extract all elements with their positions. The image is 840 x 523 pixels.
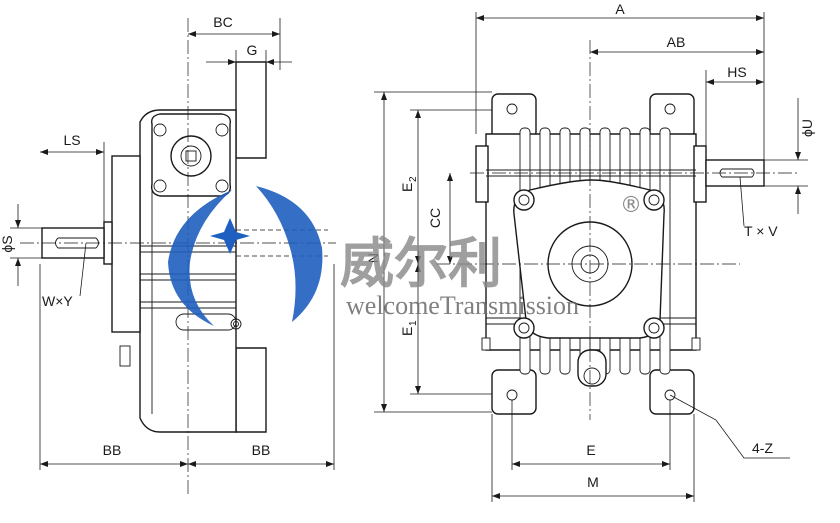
side-front-plate: [111, 155, 141, 333]
dim-label-cc: CC: [427, 208, 443, 228]
watermark-logo-icon: [168, 186, 323, 326]
dim-label-ls: LS: [63, 132, 80, 148]
output-hub: [170, 135, 212, 177]
side-oil-plug: [230, 318, 242, 330]
foot-top-right: [649, 93, 695, 139]
dim-label-ab: AB: [667, 34, 686, 50]
foot-bottom-right: [649, 369, 695, 415]
dim-label-e: E: [586, 442, 595, 458]
dimension-lines: [10, 12, 808, 502]
dim-label-wxy: W×Y: [42, 293, 73, 309]
watermark-chinese: 威尔利: [340, 232, 502, 295]
dim-label-u: ϕU: [799, 119, 815, 137]
watermark-registered-icon: ®: [620, 193, 642, 218]
dim-label-n: N: [365, 253, 381, 263]
dim-label-4z: 4-Z: [752, 440, 773, 456]
dim-label-e1: E: [399, 327, 415, 336]
side-bottom-flange: [235, 347, 267, 433]
dim-label-e1-sub: 1: [408, 320, 419, 326]
watermark-english: welcomeTransmission: [346, 291, 579, 320]
dim-label-e2: E: [399, 183, 415, 192]
dim-label-bb-right: BB: [252, 442, 271, 458]
side-slot: [175, 313, 237, 331]
dim-label-m: M: [587, 474, 599, 490]
dim-label-g: G: [247, 42, 258, 58]
watermark: 威尔利 ® welcomeTransmission: [168, 186, 642, 326]
side-top-flange: [235, 61, 267, 159]
foot-bottom-left: [491, 369, 537, 415]
dim-label-hs: HS: [727, 64, 746, 80]
dim-label-bb-left: BB: [103, 442, 122, 458]
dimension-labels: A AB HS ϕU T × V BC G LS ϕS W×Y N E 2 CC…: [0, 1, 815, 490]
dim-label-txv: T × V: [744, 223, 778, 239]
dim-label-s: ϕS: [0, 235, 15, 252]
dim-label-a: A: [615, 1, 625, 17]
dim-label-bc: BC: [213, 14, 232, 30]
dim-label-e2-sub: 2: [408, 176, 419, 182]
front-view: [436, 40, 800, 420]
